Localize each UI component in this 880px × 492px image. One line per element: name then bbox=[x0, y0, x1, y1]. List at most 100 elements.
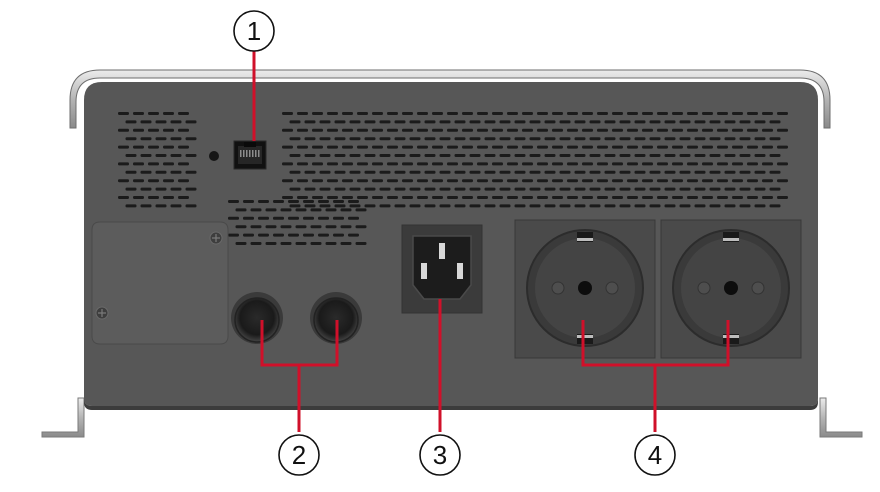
rj45-port-icon bbox=[233, 140, 267, 170]
vent-slot bbox=[304, 154, 316, 157]
vent-slot bbox=[265, 208, 277, 212]
vent-slot bbox=[477, 112, 488, 115]
vent-slot bbox=[522, 128, 533, 132]
vent-slot bbox=[379, 154, 391, 157]
vent-slot bbox=[739, 187, 751, 191]
vent-slot bbox=[664, 170, 676, 174]
vent-slot bbox=[642, 162, 653, 166]
vent-slot bbox=[627, 179, 638, 183]
vent-slot bbox=[769, 120, 781, 124]
vent-slot bbox=[537, 162, 548, 166]
vent-slot bbox=[364, 154, 376, 157]
vent-slot bbox=[604, 137, 616, 141]
vent-slot bbox=[125, 170, 137, 174]
vent-slot bbox=[148, 112, 159, 115]
vent-slot bbox=[235, 208, 247, 212]
vent-slot bbox=[454, 154, 466, 157]
vent-slot bbox=[559, 170, 571, 174]
vent-slot bbox=[318, 200, 329, 203]
vent-slot bbox=[273, 200, 284, 203]
vent-slot bbox=[170, 187, 182, 191]
vent-slot bbox=[492, 179, 503, 183]
vent-slot bbox=[282, 145, 293, 149]
vent-slot bbox=[709, 187, 721, 191]
vent-slot bbox=[155, 120, 167, 124]
vent-slot bbox=[552, 179, 563, 183]
vent-slot bbox=[754, 137, 766, 141]
vent-slot bbox=[319, 204, 331, 208]
vent-slot bbox=[387, 145, 398, 149]
vent-slot bbox=[477, 196, 488, 199]
vent-slot bbox=[348, 216, 359, 220]
vent-slot bbox=[364, 204, 376, 208]
vent-slot bbox=[333, 216, 344, 220]
vent-slot bbox=[432, 128, 443, 132]
vent-slot bbox=[529, 120, 541, 124]
vent-slot bbox=[694, 204, 706, 208]
vent-slot bbox=[559, 137, 571, 141]
vent-slot bbox=[492, 162, 503, 166]
vent-slot bbox=[118, 112, 129, 115]
vent-slot bbox=[739, 137, 751, 141]
vent-slot bbox=[288, 216, 299, 220]
vent-slot bbox=[155, 170, 167, 174]
vent-slot bbox=[417, 179, 428, 183]
vent-slot bbox=[295, 225, 307, 229]
vent-slot bbox=[687, 112, 698, 115]
vent-slot bbox=[235, 242, 247, 245]
vent-slot bbox=[469, 170, 481, 174]
vent-slot bbox=[185, 137, 197, 141]
iec-c14-socket-icon bbox=[401, 224, 483, 314]
vent-slot bbox=[499, 204, 511, 208]
vent-slot bbox=[462, 112, 473, 115]
vent-slot bbox=[432, 179, 443, 183]
vent-slot bbox=[769, 154, 781, 157]
vent-slot bbox=[672, 162, 683, 166]
vent-slot bbox=[649, 204, 661, 208]
vent-slot bbox=[769, 137, 781, 141]
vent-slot bbox=[664, 204, 676, 208]
vent-slot bbox=[409, 154, 421, 157]
vent-slot bbox=[340, 225, 352, 229]
vent-slot bbox=[484, 137, 496, 141]
vent-slot bbox=[777, 112, 788, 115]
vent-slot bbox=[372, 196, 383, 199]
vent-slot bbox=[702, 179, 713, 183]
vent-slot bbox=[340, 242, 352, 245]
vent-slot bbox=[762, 128, 773, 132]
vent-slot bbox=[327, 179, 338, 183]
vent-slot bbox=[282, 162, 293, 166]
vent-slot bbox=[484, 204, 496, 208]
vent-slot bbox=[582, 196, 593, 199]
vent-slot bbox=[387, 196, 398, 199]
vent-slot bbox=[439, 187, 451, 191]
vent-slot bbox=[318, 233, 329, 237]
vent-slot bbox=[717, 179, 728, 183]
vent-slot bbox=[619, 154, 631, 157]
vent-slot bbox=[258, 216, 269, 220]
vent-slot bbox=[297, 179, 308, 183]
vent-slot bbox=[140, 204, 152, 208]
vent-slot bbox=[297, 162, 308, 166]
vent-slot bbox=[303, 216, 314, 220]
vent-slot bbox=[170, 120, 182, 124]
vent-slot bbox=[273, 216, 284, 220]
vent-slot bbox=[355, 242, 367, 245]
vent-slot bbox=[732, 162, 743, 166]
vent-slot bbox=[664, 187, 676, 191]
vent-slot bbox=[364, 187, 376, 191]
vent-slot bbox=[334, 187, 346, 191]
vent-slot bbox=[462, 128, 473, 132]
vent-slot bbox=[717, 145, 728, 149]
vent-slot bbox=[754, 187, 766, 191]
vent-slot bbox=[185, 170, 197, 174]
vent-slot bbox=[679, 137, 691, 141]
vent-slot bbox=[499, 170, 511, 174]
vent-slot bbox=[148, 196, 159, 199]
vent-slot bbox=[250, 225, 262, 229]
vent-slot bbox=[739, 120, 751, 124]
vent-slot bbox=[409, 187, 421, 191]
vent-slot bbox=[627, 112, 638, 115]
vent-slot bbox=[687, 128, 698, 132]
